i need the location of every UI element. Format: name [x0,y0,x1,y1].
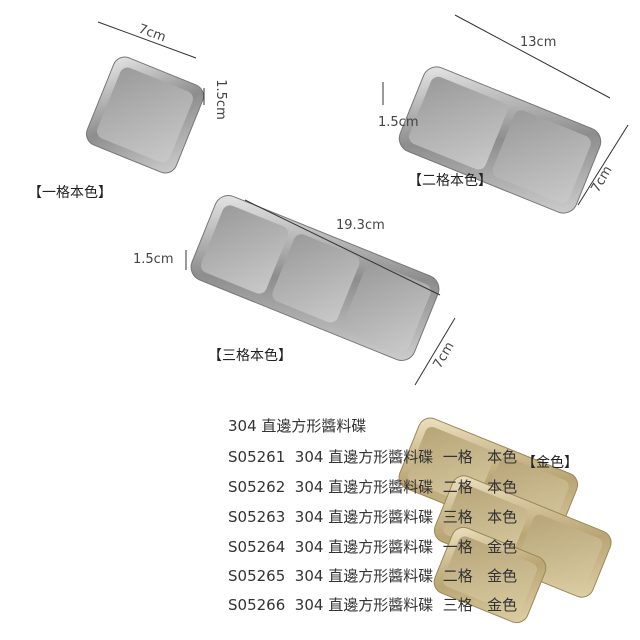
triple-tray [190,195,440,361]
list-item: S05266 304 直邊方形醬料碟 三格 金色 [228,596,518,614]
list-item: S05262 304 直邊方形醬料碟 二格 本色 [228,478,518,496]
tray1-height: 1.5cm [212,79,228,120]
tray1-label: 【一格本色】 [28,185,112,201]
list-title: 304 直邊方形醬料碟 [228,417,367,435]
list-item: S05265 304 直邊方形醬料碟 二格 金色 [228,567,518,585]
double-tray [398,66,602,214]
tray2-height: 1.5cm [378,115,419,130]
list-item: S05263 304 直邊方形醬料碟 三格 本色 [228,508,518,526]
tray2-label: 【二格本色】 [408,173,492,189]
single-tray [86,56,204,174]
dimension-line [97,21,197,59]
list-item: S05261 304 直邊方形醬料碟 一格 本色 [228,448,518,466]
tray2-length: 13cm [520,35,557,50]
gold-trays [398,417,612,624]
tray3-label: 【三格本色】 [208,348,292,364]
tray3-height: 1.5cm [133,252,174,267]
list-item: S05264 304 直邊方形醬料碟 一格 金色 [228,538,518,556]
tray3-length: 19.3cm [336,218,385,233]
gold-label: 【金色】 [522,455,578,471]
